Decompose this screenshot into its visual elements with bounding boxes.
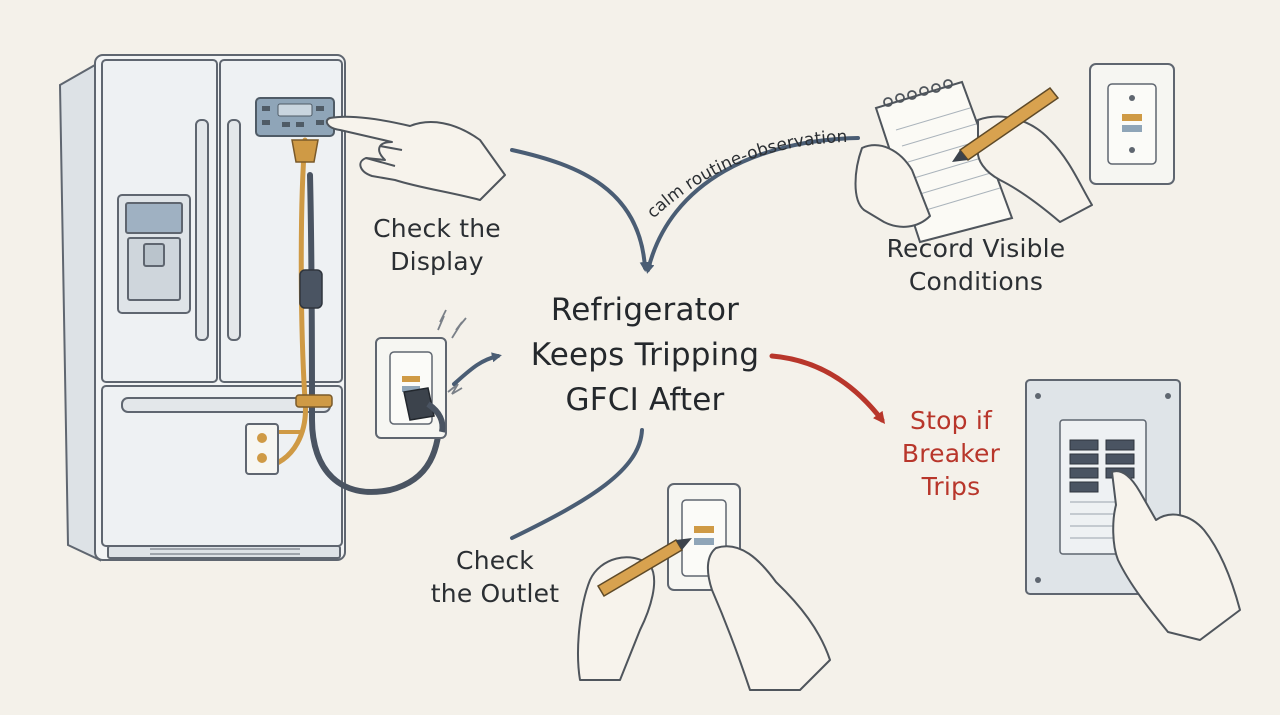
step-stop-line-3: Trips: [921, 472, 981, 501]
step-check-outlet-line-2: the Outlet: [430, 579, 560, 608]
step-record-line-1: Record Visible: [886, 234, 1066, 263]
step-stop-breaker: Stop if Breaker Trips: [886, 404, 1016, 503]
writing-hands-icon: [854, 115, 1093, 228]
curve-note-label: calm routine-observation: [643, 127, 848, 223]
step-check-outlet-line-1: Check: [456, 546, 534, 575]
step-record-line-2: Conditions: [908, 267, 1044, 296]
gfci-outlet-top-icon: [1089, 63, 1175, 185]
title-line-3: GFCI After: [565, 381, 725, 418]
pencil-icon: [952, 86, 1060, 162]
pencil-bottom-icon: [596, 538, 692, 598]
gfci-outlet-icon: [375, 337, 447, 439]
step-check-display-line-1: Check the: [373, 214, 501, 243]
title-line-2: Keeps Tripping: [530, 336, 760, 373]
title-line-1: Refrigerator: [550, 292, 740, 328]
step-stop-line-1: Stop if: [910, 406, 992, 435]
power-plug-icon: [403, 387, 446, 433]
step-record-conditions: Record Visible Conditions: [876, 232, 1076, 298]
flow-arrows: [452, 136, 886, 540]
diagram-title: Refrigerator Keeps Tripping GFCI After: [505, 288, 785, 423]
step-check-display-line-2: Display: [390, 247, 484, 276]
fridge-display-panel: [255, 97, 335, 137]
spark-icon: [437, 309, 467, 395]
step-check-outlet: Check the Outlet: [420, 544, 570, 610]
step-check-display: Check the Display: [362, 212, 512, 278]
wall-outlet-icon: [245, 423, 279, 475]
breaker-hand-icon: [1111, 470, 1241, 641]
pointing-hand-icon: [325, 115, 506, 201]
step-stop-line-2: Breaker: [901, 439, 1001, 468]
testing-hands-icon: [577, 545, 831, 691]
fridge-power-cords: [259, 137, 443, 495]
